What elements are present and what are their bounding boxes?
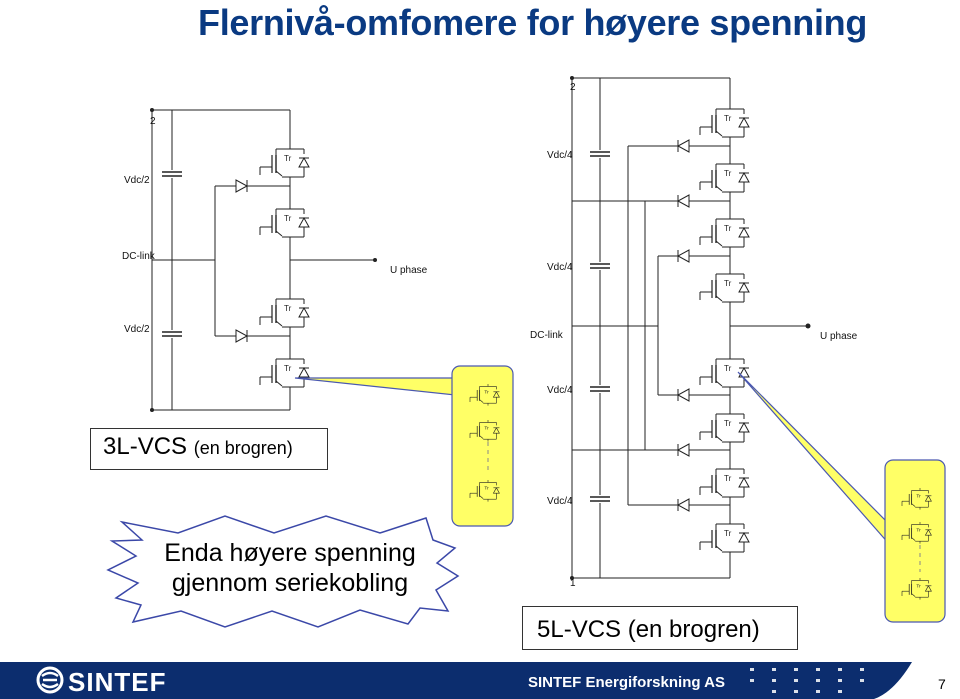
page-number-area bbox=[912, 662, 960, 699]
burst-callout-shape bbox=[106, 515, 460, 628]
clamp-diode-5l-6 bbox=[669, 498, 699, 512]
label-3l-vdc-bottom: Vdc/2 bbox=[124, 324, 150, 335]
caption-3l-main: 3L-VCS bbox=[103, 433, 188, 460]
caption-3l: 3L-VCS (en brogren) bbox=[90, 428, 328, 470]
igbt-switch-5l-1 bbox=[699, 104, 750, 142]
burst-callout-line-1: Enda høyere spenning bbox=[164, 539, 416, 567]
igbt-switch-3l-4 bbox=[259, 354, 310, 392]
clamp-diode-3l-1 bbox=[227, 179, 257, 193]
igbt-switch-5l-8 bbox=[699, 519, 750, 557]
footer-wave-shape bbox=[874, 662, 914, 699]
label-5l-node-bottom: 1 bbox=[570, 578, 576, 589]
series-stack-callout-left bbox=[294, 365, 514, 527]
clamp-diode-5l-5 bbox=[669, 443, 699, 457]
label-5l-node-top: 2 bbox=[570, 82, 576, 93]
igbt-switch-3l-1 bbox=[259, 144, 310, 182]
igbt-switch-5l-2 bbox=[699, 159, 750, 197]
burst-callout-text: Enda høyere spenning gjennom seriekoblin… bbox=[140, 538, 440, 598]
footer-bar: SINTEF SINTEF Energiforskning AS 7 bbox=[0, 662, 960, 699]
label-5l-vdc-4: Vdc/4 bbox=[547, 496, 573, 507]
footer-organization: SINTEF Energiforskning AS bbox=[528, 674, 725, 691]
igbt-switch-5l-3 bbox=[699, 214, 750, 252]
label-5l-vdc-3: Vdc/4 bbox=[547, 385, 573, 396]
slide-title: Flernivå-omfomere for høyere spenning bbox=[198, 2, 868, 43]
label-3l-vdc-top: Vdc/2 bbox=[124, 175, 150, 186]
igbt-switch-3l-2 bbox=[259, 204, 310, 242]
label-5l-dc-link: DC-link bbox=[530, 330, 564, 341]
clamp-diode-5l-4 bbox=[669, 388, 699, 402]
igbt-switch-3l-3 bbox=[259, 294, 310, 332]
caption-5l: 5L-VCS (en brogren) bbox=[522, 606, 798, 650]
label-5l-vdc-2: Vdc/4 bbox=[547, 262, 573, 273]
caption-3l-sub: (en brogren) bbox=[193, 438, 293, 458]
series-stack-callout-right bbox=[737, 371, 946, 623]
burst-callout-line-2: gjennom seriekobling bbox=[171, 569, 409, 597]
sintef-logo-icon bbox=[36, 666, 64, 694]
clamp-diode-3l-2 bbox=[227, 329, 257, 343]
clamp-diode-5l-3 bbox=[669, 249, 699, 263]
clamp-diode-5l-1 bbox=[669, 139, 699, 153]
clamp-diode-5l-2 bbox=[669, 194, 699, 208]
label-3l-dc-link: DC-link bbox=[122, 251, 156, 262]
igbt-switch-5l-6 bbox=[699, 409, 750, 447]
page-number: 7 bbox=[938, 676, 946, 692]
label-5l-vdc-1: Vdc/4 bbox=[547, 150, 573, 161]
footer-logo-text: SINTEF bbox=[68, 667, 167, 697]
footer-dot-pattern bbox=[750, 668, 864, 693]
three-level-circuit bbox=[151, 109, 375, 411]
label-3l-output: U phase bbox=[390, 265, 428, 276]
label-5l-output: U phase bbox=[820, 331, 858, 342]
igbt-switch-5l-5 bbox=[699, 354, 750, 392]
igbt-switch-5l-7 bbox=[699, 464, 750, 502]
igbt-switch-5l-4 bbox=[699, 269, 750, 307]
label-3l-node-top: 2 bbox=[150, 116, 156, 127]
five-level-circuit bbox=[571, 77, 808, 579]
